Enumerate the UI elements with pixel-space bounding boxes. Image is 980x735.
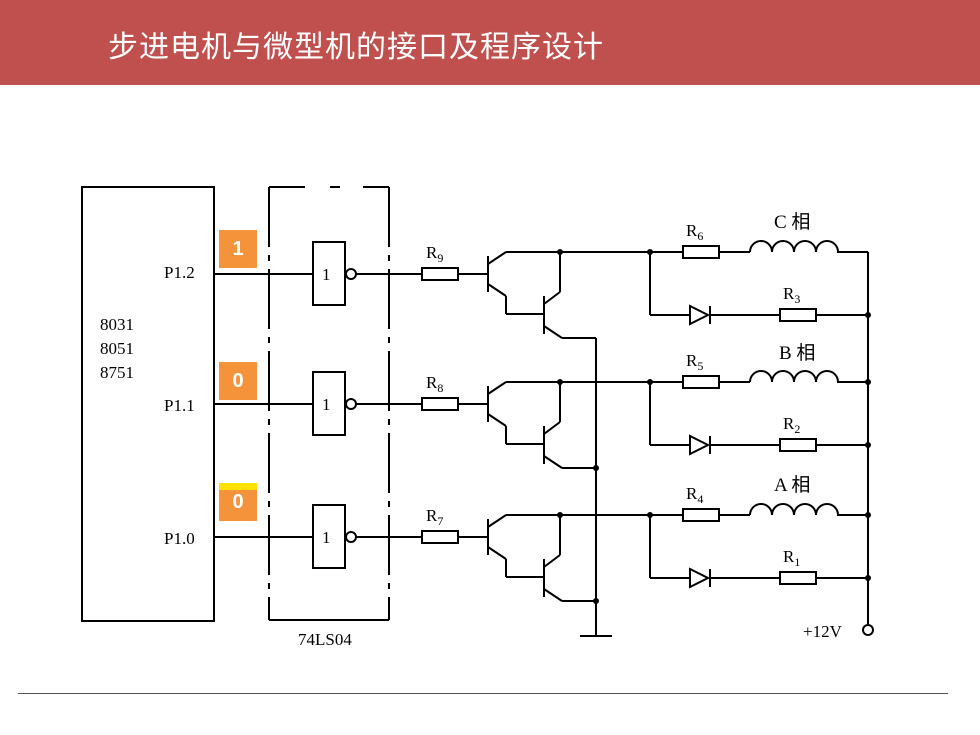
winding-b <box>749 370 868 383</box>
resistor-r5 <box>682 375 720 389</box>
darlington-pair-b <box>487 381 596 469</box>
port-p11-label: P1.1 <box>164 396 195 415</box>
freewheel-branch-a <box>649 515 868 589</box>
supply-terminal <box>862 624 874 636</box>
inverter-gate-2 <box>312 371 357 436</box>
resistor-r6 <box>682 245 720 259</box>
bit-p10-badge: 0 <box>219 483 257 521</box>
inverter-gate-1 <box>312 241 357 306</box>
svg-text:R7: R7 <box>426 506 443 528</box>
darlington-pair-c <box>487 251 596 339</box>
chip-label: 74LS04 <box>298 630 352 649</box>
svg-text:R5: R5 <box>686 351 703 373</box>
svg-text:R9: R9 <box>426 243 443 265</box>
inverter-label-1: 1 <box>322 265 331 284</box>
bit-p12-badge: 1 <box>219 230 257 268</box>
bit-p11-badge: 0 <box>219 362 257 400</box>
freewheel-branch-c <box>649 252 868 326</box>
title-bar: 步进电机与微型机的接口及程序设计 <box>0 0 980 85</box>
winding-c <box>749 240 868 253</box>
resistor-r8 <box>421 397 459 411</box>
phase-c-label: C 相 <box>774 211 810 233</box>
darlington-pair-a <box>487 514 596 602</box>
supply-label: +12V <box>803 622 843 641</box>
resistor-r7 <box>421 530 459 544</box>
inverter-gate-3 <box>312 504 357 569</box>
port-p12-label: P1.2 <box>164 263 195 282</box>
svg-text:R1: R1 <box>783 547 800 569</box>
resistor-r4 <box>682 508 720 522</box>
bit-highlight <box>219 483 257 490</box>
port-p10-label: P1.0 <box>164 529 195 548</box>
svg-text:R2: R2 <box>783 414 800 436</box>
mcu-label-1: 8031 <box>100 315 134 334</box>
svg-text:R8: R8 <box>426 373 443 395</box>
footer-divider <box>18 693 948 694</box>
resistor-r9 <box>421 267 459 281</box>
svg-text:R6: R6 <box>686 221 703 243</box>
inverter-label-3: 1 <box>322 528 331 547</box>
winding-a <box>749 503 868 516</box>
phase-b-label: B 相 <box>779 342 815 364</box>
mcu-label-2: 8051 <box>100 339 134 358</box>
phase-a-label: A 相 <box>774 474 810 496</box>
freewheel-branch-b <box>649 382 868 456</box>
svg-text:R4: R4 <box>686 484 703 506</box>
page-title: 步进电机与微型机的接口及程序设计 <box>108 30 604 65</box>
svg-text:R3: R3 <box>783 284 800 306</box>
inverter-label-2: 1 <box>322 395 331 414</box>
mcu-label-3: 8751 <box>100 363 134 382</box>
